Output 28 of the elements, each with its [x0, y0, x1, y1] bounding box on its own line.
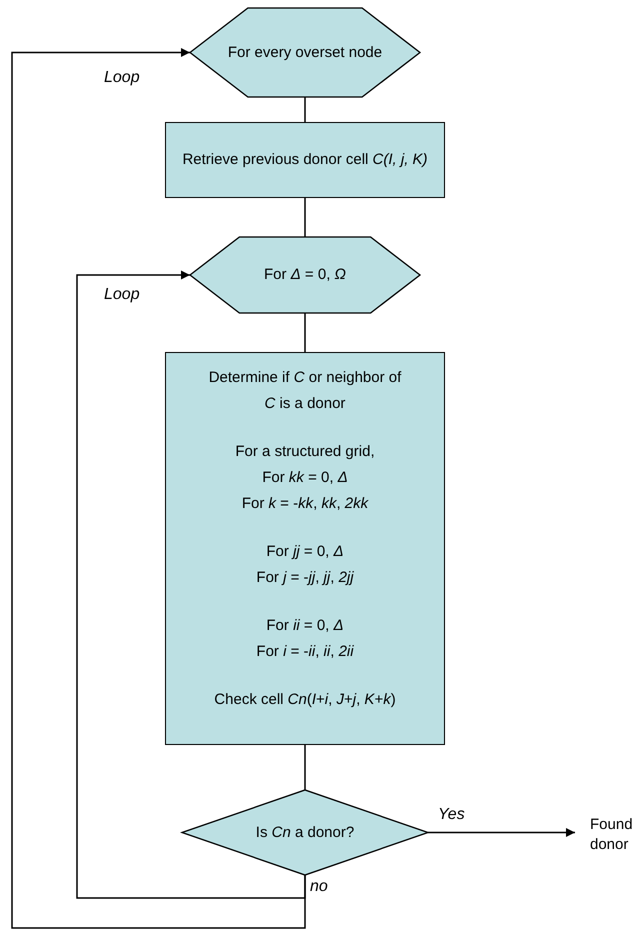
- loop-statement: For kk = 0, Δ: [262, 468, 348, 488]
- loop-hexagon: [190, 8, 420, 97]
- arrow: [76, 270, 306, 899]
- decision-diamond: [182, 790, 428, 875]
- loop-statement: For k = -kk, kk, 2kk: [242, 494, 368, 514]
- connector-line: [304, 313, 306, 352]
- loop-statement: For a structured grid,: [235, 442, 375, 462]
- connector-line: [304, 198, 306, 237]
- node-text: Retrieve previous donor cell C(I, j, K): [182, 150, 428, 170]
- connector-line: [304, 97, 306, 122]
- process-box: [165, 122, 445, 198]
- node-text: Determine if C or neighbor of C is a donor: [208, 368, 402, 414]
- node-text: For every overset node: [228, 42, 382, 62]
- loop-statement: Check cell Cn(I+i, J+j, K+k): [214, 690, 396, 710]
- edge-label: Loop: [103, 286, 141, 304]
- arrow: [11, 48, 306, 929]
- node-text: For Δ = 0, Ω: [264, 265, 346, 285]
- loop-hexagon: [190, 237, 420, 313]
- arrow: [428, 828, 575, 837]
- connector-line: [304, 745, 306, 790]
- node-text: Is Cn a donor?: [256, 822, 354, 842]
- edge-label: Loop: [103, 69, 141, 87]
- loop-statement: For j = -jj, jj, 2jj: [256, 568, 354, 588]
- loop-statement: For i = -ii, ii, 2ii: [256, 642, 354, 662]
- loop-statement: For ii = 0, Δ: [266, 616, 344, 636]
- end-text: Found donor: [590, 815, 642, 855]
- loop-statement: For jj = 0, Δ: [266, 542, 344, 562]
- process-box: [165, 352, 445, 745]
